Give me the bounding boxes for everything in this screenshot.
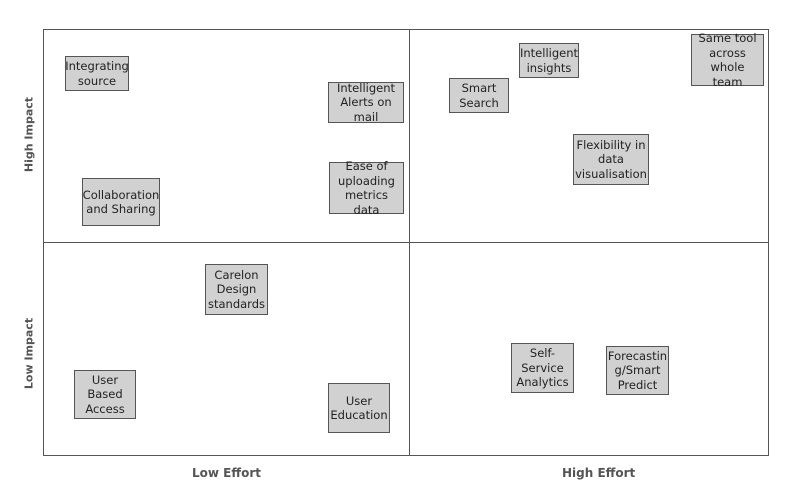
sticky-note-text: Integrating source [65,59,129,88]
sticky-note[interactable]: User Education [328,383,390,433]
sticky-note[interactable]: Forecastin g/Smart Predict [606,346,669,395]
sticky-note-text: Intelligent insights [519,46,579,75]
x-axis-label-low: Low Effort [192,466,261,480]
sticky-note-text: User Based Access [85,372,125,416]
sticky-note-text: Same tool across whole team [698,31,757,89]
sticky-note[interactable]: Same tool across whole team [691,31,764,89]
sticky-note[interactable]: Intelligent Alerts on mail [328,80,404,124]
sticky-note[interactable]: Self- Service Analytics [511,343,574,393]
sticky-note-text: Collaboration and Sharing [82,187,160,217]
sticky-note[interactable]: Integrating source [65,56,129,91]
x-axis-label-high: High Effort [562,466,636,480]
sticky-note[interactable]: Intelligent insights [519,43,579,78]
sticky-note-text: Carelon Design standards [208,267,266,311]
sticky-note[interactable]: Ease of uploading metrics data [329,159,404,217]
sticky-note-text: Ease of uploading metrics data [338,159,395,217]
sticky-note-text: Self- Service Analytics [516,346,569,390]
y-axis-label-high: High Impact [22,96,36,173]
sticky-note-text: Flexibility in data visualisation [575,137,647,181]
sticky-note-text: Smart Search [459,81,499,110]
sticky-note-text: Forecastin g/Smart Predict [607,348,668,392]
y-axis-label-low: Low Impact [22,317,36,390]
sticky-note[interactable]: User Based Access [74,370,136,419]
sticky-note-text: Intelligent Alerts on mail [336,80,396,124]
sticky-note[interactable]: Flexibility in data visualisation [573,134,649,185]
sticky-note[interactable]: Smart Search [449,78,509,113]
sticky-note[interactable]: Carelon Design standards [205,264,268,315]
sticky-note[interactable]: Collaboration and Sharing [82,178,160,226]
horizontal-divider [43,242,769,243]
sticky-note-text: User Education [330,393,388,423]
